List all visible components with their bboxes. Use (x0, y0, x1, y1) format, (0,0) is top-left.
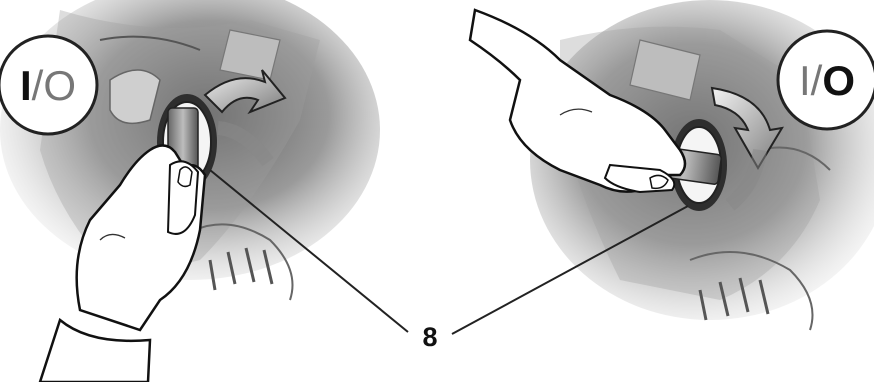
left-io-badge: I/O (0, 36, 97, 134)
callout-number: 8 (422, 322, 437, 352)
left-sleeve (40, 320, 150, 382)
left-io-label: I/O (20, 62, 76, 109)
right-io-badge: I/O (778, 31, 874, 129)
right-io-label: I/O (799, 57, 855, 104)
